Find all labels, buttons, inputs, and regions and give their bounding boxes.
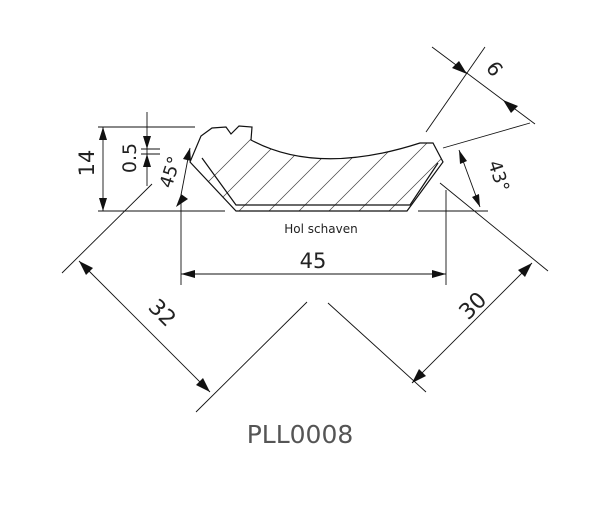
right-angle-label: 43° [483, 158, 513, 195]
right-angle-dimension: 43° [458, 149, 513, 208]
profile-outline [189, 125, 444, 212]
lip-label: 0.5 [119, 143, 141, 173]
height-label: 14 [75, 150, 99, 177]
part-number: PLL0008 [247, 420, 354, 449]
lip-dimension: 0.5 [119, 112, 160, 186]
width-dimension: 45 [180, 190, 447, 285]
profile-inner-edge [201, 157, 439, 206]
left-angle-dimension: 45° [156, 147, 191, 207]
left-diagonal-label: 32 [143, 295, 180, 332]
left-angle-label: 45° [156, 154, 186, 191]
right-edge-label: 6 [481, 56, 508, 81]
right-edge-dimension: 6 [425, 46, 536, 149]
left-diagonal-dimension: 32 [61, 183, 308, 413]
right-diagonal-dimension: 30 [327, 182, 549, 393]
width-label: 45 [300, 249, 327, 273]
height-dimension: 14 [75, 127, 107, 211]
right-diagonal-label: 30 [455, 288, 492, 325]
section-label: Hol schaven [284, 222, 357, 236]
